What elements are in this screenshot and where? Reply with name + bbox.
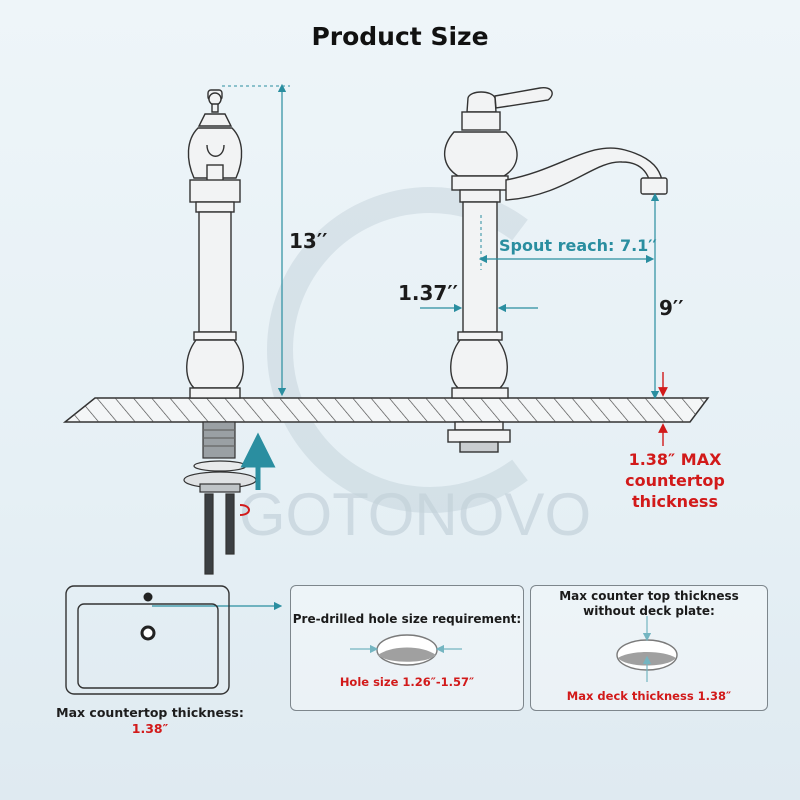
spout-height-label: 9′′ <box>659 296 684 320</box>
page-title: Product Size <box>311 22 489 51</box>
countertop-thickness-label: 1.38″ MAX countertop thickness <box>585 449 765 512</box>
watermark-text: GOTONOVO <box>239 481 591 548</box>
sink-caption: Max countertop thickness: 1.38″ <box>50 705 250 737</box>
deck-thickness-panel: Max counter top thickness without deck p… <box>530 585 768 711</box>
sink-top-view <box>65 585 230 695</box>
sink-caption-line1: Max countertop thickness: <box>56 705 244 720</box>
base-width-label: 1.37′′ <box>398 281 458 305</box>
hole-panel-note: Hole size 1.26″-1.57″ <box>339 675 475 689</box>
deck-panel-title: Max counter top thickness without deck p… <box>531 589 767 619</box>
countertop-thickness-line1: 1.38″ MAX <box>628 450 722 469</box>
hole-size-graphic <box>350 634 462 666</box>
deck-panel-title-line2: without deck plate: <box>583 604 715 618</box>
faucet-front-view <box>186 89 244 399</box>
spout-reach-label: Spout reach: 7.1′′ <box>499 236 657 255</box>
deck-thickness-graphic <box>616 616 678 682</box>
deck-panel-note: Max deck thickness 1.38″ <box>566 689 732 703</box>
deck-panel-title-line1: Max counter top thickness <box>559 589 739 603</box>
height-label: 13′′ <box>289 229 328 253</box>
hole-size-panel: Pre-drilled hole size requirement: Hole … <box>290 585 524 711</box>
faucet-side-view <box>444 86 668 453</box>
mounting-hardware <box>183 421 257 575</box>
countertop <box>62 397 710 423</box>
countertop-thickness-line2: countertop thickness <box>625 471 725 511</box>
hole-panel-title: Pre-drilled hole size requirement: <box>292 612 522 626</box>
sink-caption-line2: 1.38″ <box>131 721 169 736</box>
